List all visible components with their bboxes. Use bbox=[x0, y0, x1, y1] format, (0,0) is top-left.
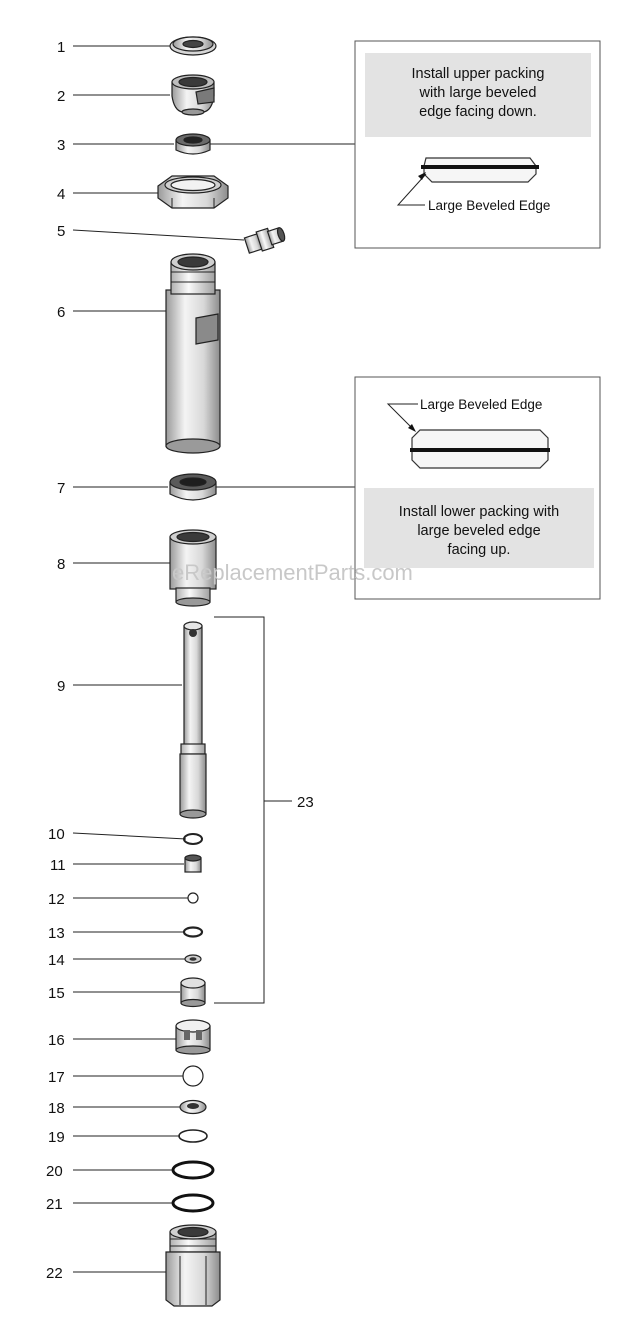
part-11-small-nut bbox=[184, 854, 202, 873]
callout-11: 11 bbox=[50, 857, 66, 874]
part-20-o-ring bbox=[171, 1160, 215, 1180]
part-19-washer-ring bbox=[178, 1129, 208, 1143]
callout-16: 16 bbox=[48, 1032, 65, 1049]
lower-note-line-2: large beveled edge bbox=[417, 523, 540, 539]
part-10-o-ring bbox=[183, 833, 203, 845]
callout-1: 1 bbox=[57, 39, 65, 56]
lower-packing-illustration bbox=[410, 429, 550, 469]
leader-lines bbox=[72, 45, 355, 1273]
upper-edge-label: Large Beveled Edge bbox=[428, 198, 550, 213]
upper-note-line-2: with large beveled bbox=[419, 85, 537, 101]
callout-22: 22 bbox=[46, 1265, 63, 1282]
upper-packing-note-box: Install upper packing with large beveled… bbox=[354, 40, 601, 249]
part-4-lock-nut bbox=[157, 175, 229, 209]
part-8-guide-sleeve bbox=[169, 529, 217, 607]
callout-5: 5 bbox=[57, 223, 65, 240]
callout-18: 18 bbox=[48, 1100, 65, 1117]
lower-packing-note-box: Large Beveled Edge Install lower packing… bbox=[354, 376, 601, 600]
lower-edge-label: Large Beveled Edge bbox=[420, 397, 542, 412]
watermark-text: eReplacementParts.com bbox=[172, 560, 413, 585]
part-16-ball-cage bbox=[175, 1019, 211, 1055]
upper-note-line-1: Install upper packing bbox=[412, 66, 545, 82]
part-17-ball bbox=[182, 1065, 204, 1087]
callout-6: 6 bbox=[57, 304, 65, 321]
part-9-piston-rod bbox=[179, 621, 207, 819]
callout-labels: 1 2 3 4 5 6 7 8 9 10 11 12 13 14 15 16 1… bbox=[46, 39, 314, 1282]
part-13-o-ring bbox=[182, 926, 204, 938]
callout-2: 2 bbox=[57, 88, 65, 105]
part-14-washer bbox=[184, 954, 202, 964]
callout-20: 20 bbox=[46, 1163, 63, 1180]
upper-note-line-3: edge facing down. bbox=[419, 104, 537, 120]
callout-9: 9 bbox=[57, 678, 65, 695]
part-18-seat bbox=[179, 1099, 207, 1115]
part-6-pump-cylinder bbox=[165, 253, 221, 454]
part-3-upper-packing bbox=[175, 133, 211, 155]
callout-10: 10 bbox=[48, 826, 65, 843]
callout-8: 8 bbox=[57, 556, 65, 573]
part-5-fitting bbox=[243, 227, 286, 254]
callout-23: 23 bbox=[297, 794, 314, 811]
callout-4: 4 bbox=[57, 186, 65, 203]
lower-note-line-1: Install lower packing with bbox=[399, 504, 559, 520]
callout-12: 12 bbox=[48, 891, 65, 908]
callout-3: 3 bbox=[57, 137, 65, 154]
callout-7: 7 bbox=[57, 480, 65, 497]
callout-21: 21 bbox=[46, 1196, 63, 1213]
part-22-foot-valve-housing bbox=[165, 1224, 221, 1307]
callout-17: 17 bbox=[48, 1069, 65, 1086]
part-21-o-ring bbox=[171, 1193, 215, 1213]
part-1-seal-ring bbox=[169, 36, 217, 56]
callout-13: 13 bbox=[48, 925, 65, 942]
part-2-packing-nut bbox=[171, 74, 215, 116]
part-15-seat-housing bbox=[180, 977, 206, 1008]
part-7-lower-packing bbox=[169, 473, 217, 501]
callout-15: 15 bbox=[48, 985, 65, 1002]
part-12-small-ball bbox=[187, 892, 199, 904]
upper-packing-illustration bbox=[421, 157, 539, 183]
lower-note-line-3: facing up. bbox=[448, 542, 511, 558]
callout-14: 14 bbox=[48, 952, 65, 969]
callout-19: 19 bbox=[48, 1129, 65, 1146]
